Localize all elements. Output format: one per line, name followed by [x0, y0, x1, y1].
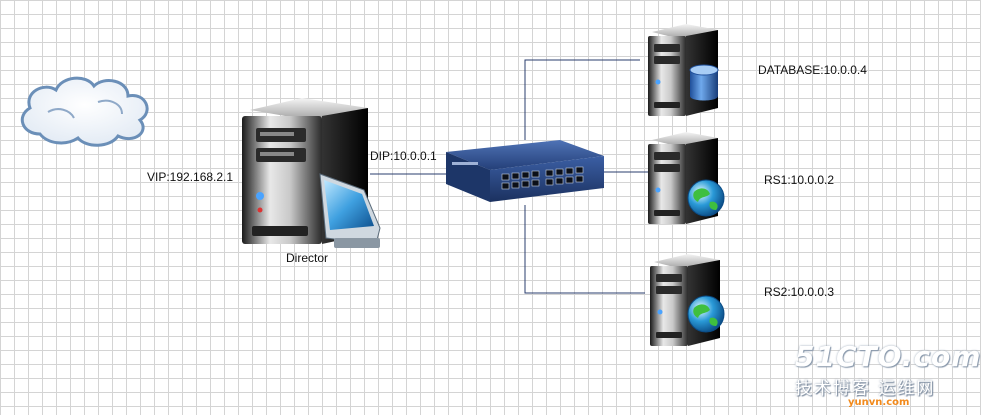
- watermark-url: yunvn.com: [848, 397, 910, 408]
- link-switch-database: [524, 59, 640, 140]
- database-label: DATABASE:10.0.0.4: [758, 63, 867, 77]
- vip-label: VIP:192.168.2.1: [147, 170, 234, 184]
- link-switch-rs2: [524, 205, 645, 294]
- globe-icon: [687, 179, 725, 217]
- cloud-icon: [20, 76, 149, 147]
- globe-icon: [687, 295, 725, 333]
- monitor-icon: [319, 173, 381, 248]
- watermark-brand: 51CTO.com: [795, 340, 981, 373]
- director-label: Director: [286, 251, 329, 265]
- rs1-label: RS1:10.0.0.2: [764, 173, 835, 187]
- rs2-label: RS2:10.0.0.3: [764, 285, 835, 299]
- network-links: [370, 59, 650, 294]
- dip-label: DIP:10.0.0.1: [370, 149, 437, 163]
- network-diagram: [20, 24, 725, 346]
- switch-ports: [501, 166, 584, 190]
- database-icon: [689, 64, 719, 101]
- switch-icon: [446, 140, 604, 202]
- watermark-subtitle: 技术博客 运维网: [795, 379, 936, 399]
